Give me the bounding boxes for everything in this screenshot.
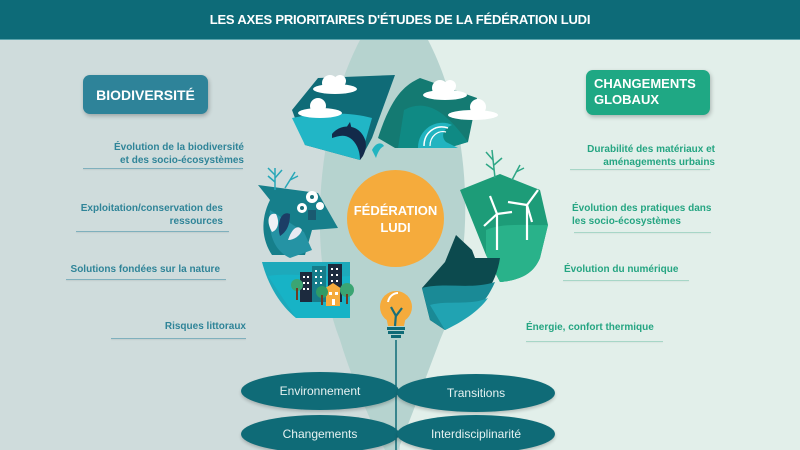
- changements-label-line1: CHANGEMENTS: [594, 76, 696, 91]
- right-topic-1-line2: aménagements urbains: [603, 157, 715, 168]
- petal-transitions: Transitions: [397, 374, 555, 412]
- left-topic-4-line1: Risques littoraux: [164, 321, 246, 332]
- petal-environnement-label: Environnement: [279, 384, 361, 398]
- page-title: LES AXES PRIORITAIRES D'ÉTUDES DE LA FÉD…: [209, 12, 591, 27]
- left-topic-1: Évolution de la biodiversité et des soci…: [82, 141, 244, 167]
- federation-hub: FÉDÉRATION LUDI: [347, 170, 444, 267]
- petal-interdisciplinarite: Interdisciplinarité: [397, 415, 555, 450]
- biodiversite-tag: BIODIVERSITÉ: [83, 75, 208, 114]
- right-topic-4-line1: Énergie, confort thermique: [526, 322, 654, 333]
- hub-line1: FÉDÉRATION: [353, 202, 438, 218]
- left-topic-1-underline: [83, 168, 243, 169]
- right-topic-1-underline: [570, 169, 710, 170]
- left-topic-2-line2: ressources: [169, 216, 223, 227]
- right-topic-2-line2: les socio-écosystèmes: [572, 216, 681, 227]
- right-topic-4-underline: [526, 341, 663, 342]
- changements-globaux-tag: CHANGEMENTS GLOBAUX: [586, 70, 710, 115]
- dolphin-icon: [332, 122, 366, 160]
- wave-icon: [418, 122, 458, 148]
- left-topic-2: Exploitation/conservation des ressources: [60, 202, 223, 228]
- biodiversite-label: BIODIVERSITÉ: [96, 86, 195, 103]
- left-topic-1-line2: et des socio-écosystèmes: [120, 155, 244, 166]
- left-topic-3-line1: Solutions fondées sur la nature: [70, 264, 220, 275]
- plant-icon: [485, 149, 525, 181]
- wind-turbine-icon: [483, 189, 539, 250]
- left-topic-2-underline: [76, 231, 229, 232]
- energy-arrow-icon: [422, 174, 548, 330]
- left-topic-4: Risques littoraux: [110, 320, 246, 333]
- flower-icon: [297, 191, 324, 213]
- right-topic-2-line1: Évolution des pratiques dans: [572, 203, 712, 214]
- splash-icon: [372, 143, 384, 158]
- left-topic-3: Solutions fondées sur la nature: [60, 263, 220, 276]
- flower-pot-icon: [308, 210, 316, 220]
- page-header: LES AXES PRIORITAIRES D'ÉTUDES DE LA FÉD…: [0, 0, 800, 40]
- left-topic-1-line1: Évolution de la biodiversité: [113, 142, 244, 153]
- right-topic-2-underline: [574, 232, 711, 233]
- left-topic-2-line1: Exploitation/conservation des: [80, 203, 223, 214]
- right-topic-3: Évolution du numérique: [564, 263, 714, 276]
- petal-changements-label: Changements: [282, 427, 358, 441]
- changements-label-line2: GLOBAUX: [594, 92, 659, 107]
- right-topic-2: Évolution des pratiques dans les socio-é…: [572, 202, 732, 228]
- plant-icon: [267, 167, 299, 190]
- right-topic-4: Énergie, confort thermique: [526, 321, 676, 334]
- leaf-plant-icon: [268, 213, 302, 240]
- right-topic-1: Durabilité des matériaux et aménagements…: [565, 143, 715, 169]
- petal-interdisciplinarite-label: Interdisciplinarité: [430, 427, 522, 441]
- left-topic-3-underline: [66, 279, 226, 280]
- right-topic-3-underline: [563, 280, 689, 281]
- cloud-icon: [298, 75, 498, 120]
- hub-line2: LUDI: [380, 219, 411, 235]
- tree-icon: [291, 279, 354, 305]
- petal-changements: Changements: [241, 415, 399, 450]
- petal-environnement: Environnement: [241, 372, 399, 410]
- left-topic-4-underline: [111, 338, 246, 339]
- petal-transitions-label: Transitions: [446, 386, 506, 400]
- right-topic-1-line1: Durabilité des matériaux et: [587, 144, 715, 155]
- right-topic-3-line1: Évolution du numérique: [564, 264, 679, 275]
